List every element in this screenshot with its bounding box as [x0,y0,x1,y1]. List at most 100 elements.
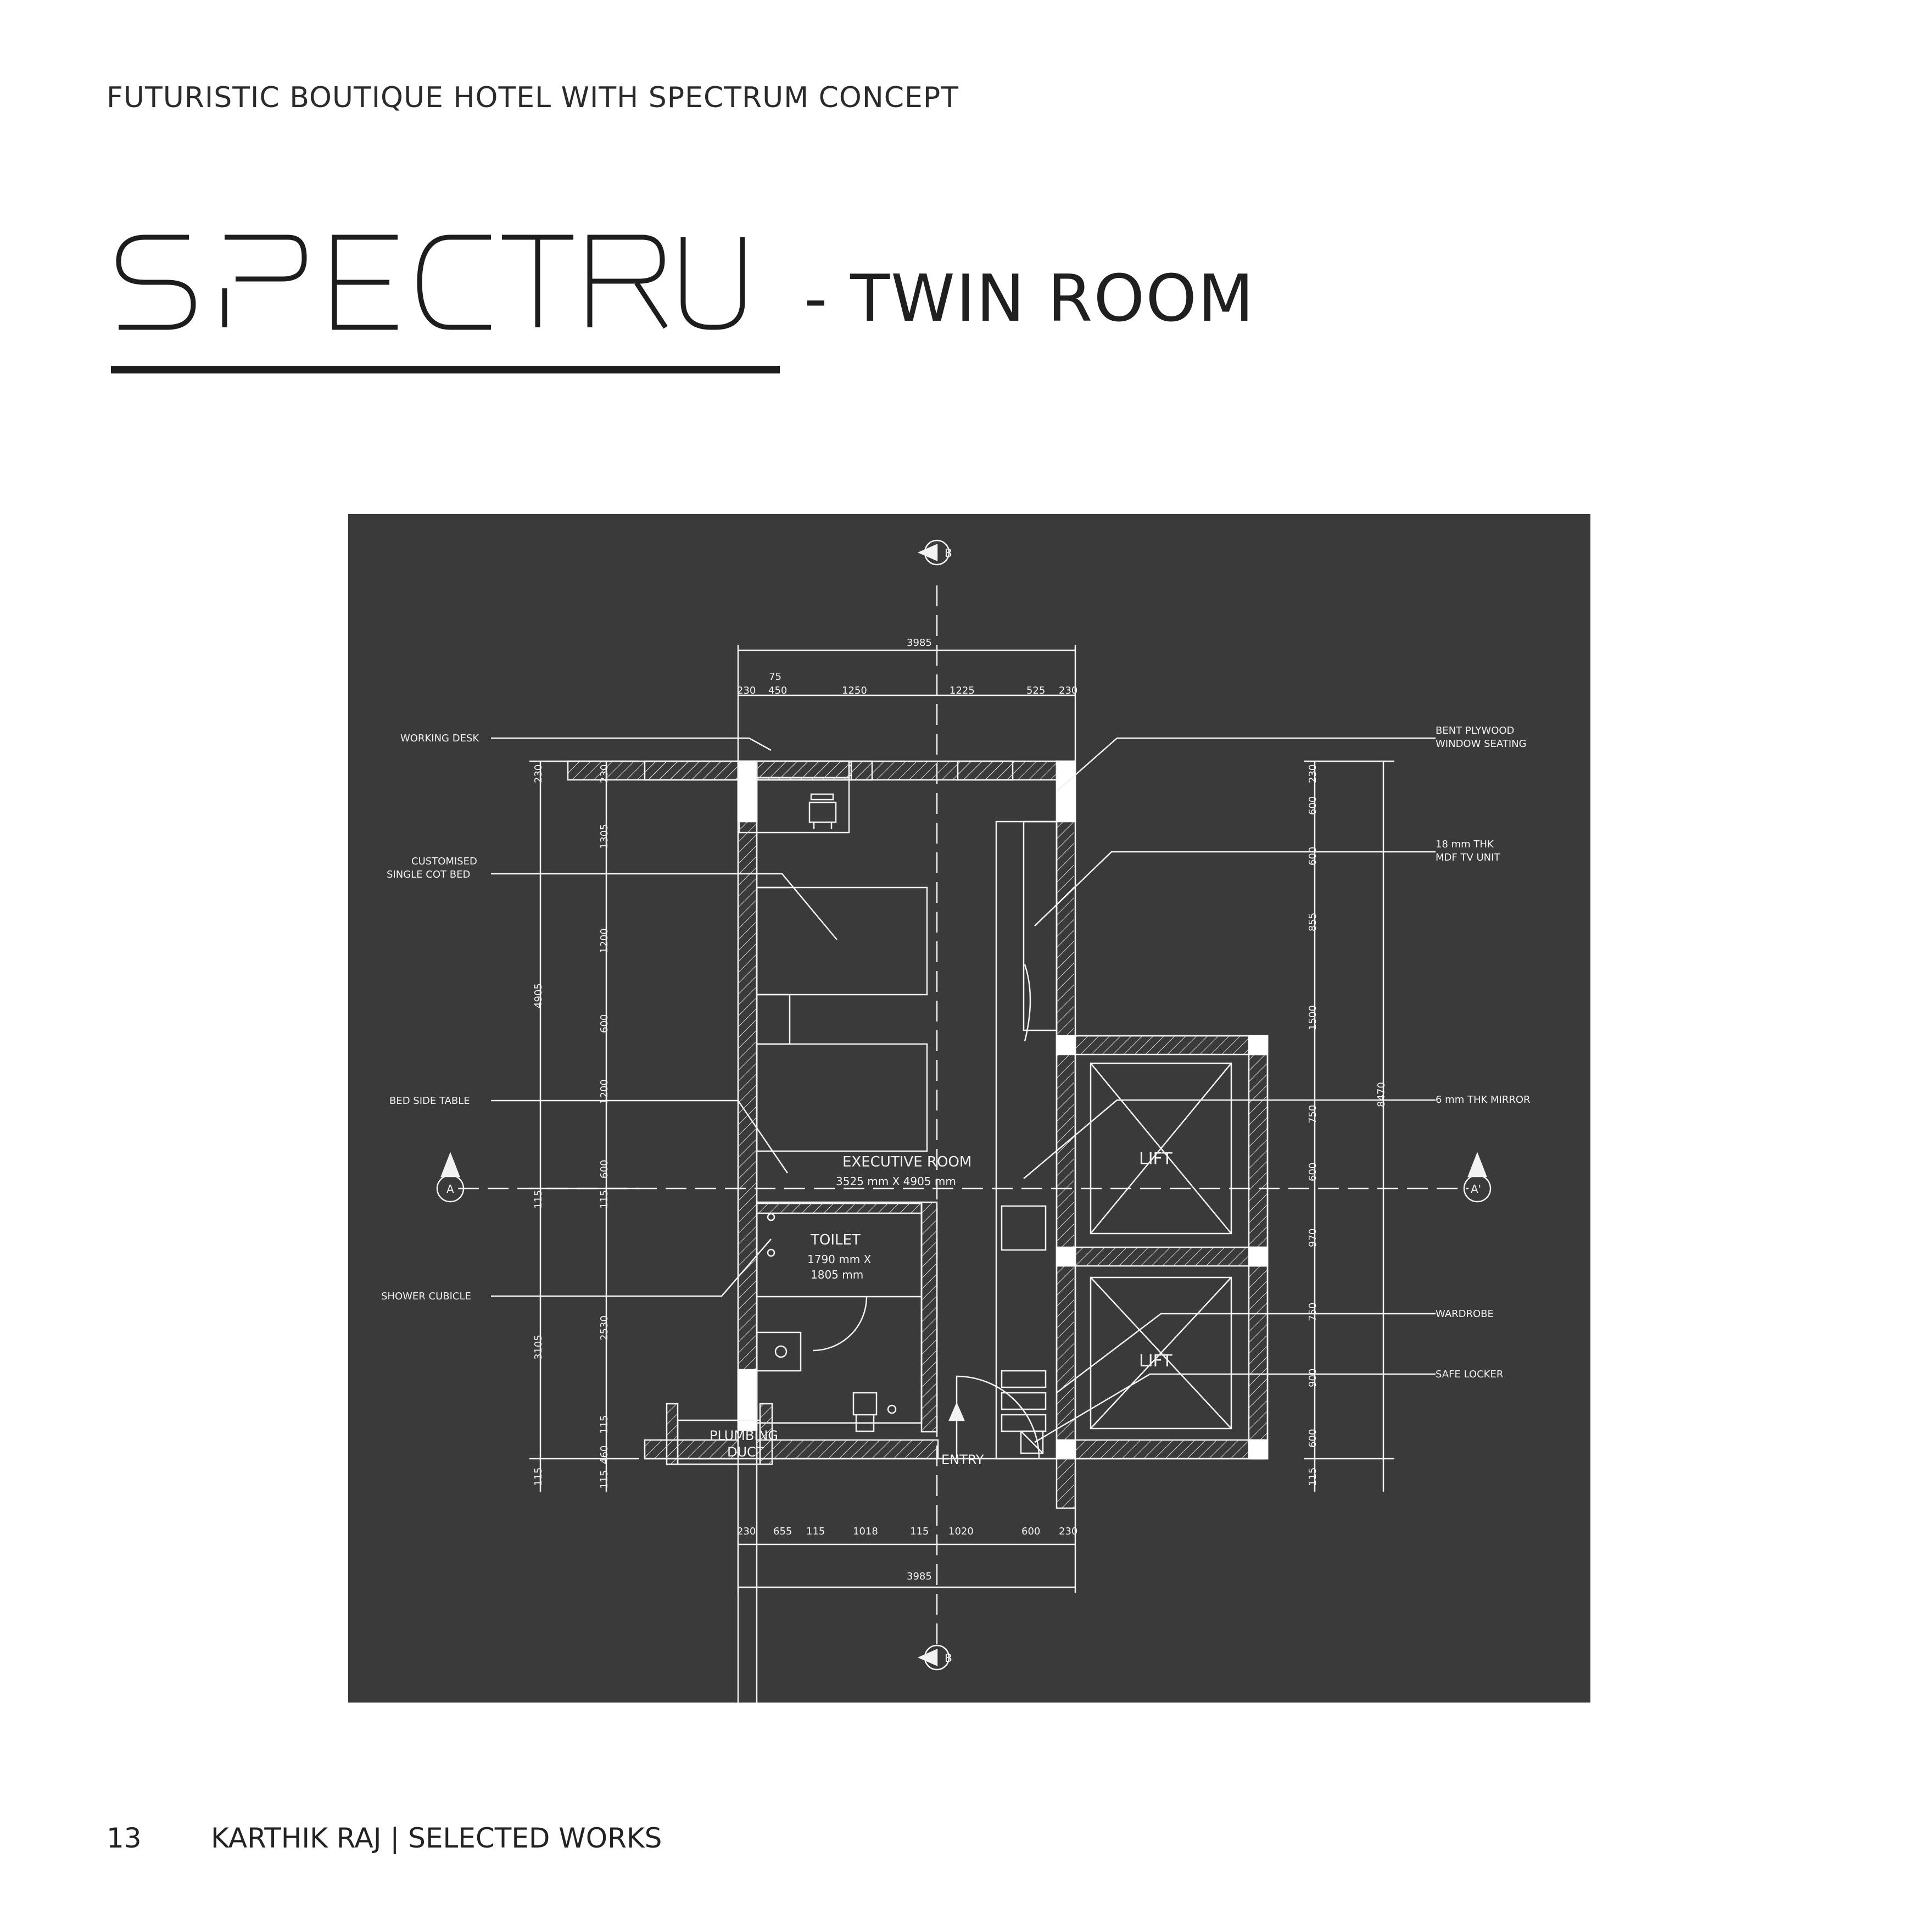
column-bottom-left [737,1369,758,1431]
header-kicker: FUTURISTIC BOUTIQUE HOTEL WITH SPECTRUM … [107,81,959,114]
dim-left-inner-1: 230 [599,764,610,783]
dim-left-inner-5: 1200 [599,1079,610,1104]
dim-left-inner-3: 1200 [599,928,610,953]
room-name: EXECUTIVE ROOM [842,1154,971,1170]
leader-mirror [1023,1099,1436,1179]
dim-left-outer-3: 115 [533,1190,544,1209]
label-shower-cubicle: SHOWER CUBICLE [381,1291,471,1302]
shower-area [756,1202,923,1298]
page-number: 13 [107,1822,142,1854]
dim-left-outer-2: 4905 [533,983,544,1008]
dim-top-small: 75 [769,671,781,683]
dim-top-5: 525 [1026,685,1045,696]
dim-right-inner-1: 230 [1307,764,1319,783]
leader-desk [491,737,772,751]
bed-upper [756,886,928,996]
toilet-door-swing [812,1296,868,1352]
wash-basin [756,1331,802,1372]
page-subtitle: - TWIN ROOM [804,260,1255,336]
floor-plan-panel: B B A A' 3985 75 230 450 1250 1225 525 2… [348,514,1590,1703]
dim-bottom-1: 230 [737,1526,756,1537]
dim-right-inner-11: 600 [1307,1429,1319,1448]
dim-top-2: 450 [768,685,787,696]
dim-top-3: 1250 [842,685,867,696]
toilet-name: TOILET [810,1232,861,1248]
leader-safe [1034,1373,1436,1443]
dim-bottom-2: 655 [773,1526,792,1537]
dim-bottom-overall: 3985 [907,1571,932,1582]
wc [852,1392,878,1432]
footer-credit: KARTHIK RAJ | SELECTED WORKS [211,1822,662,1854]
dim-left-outer-1: 230 [533,764,544,783]
dim-right-inner-7: 600 [1307,1163,1319,1181]
dim-top-overall: 3985 [907,637,932,649]
label-bedside-table: BED SIDE TABLE [389,1095,470,1107]
label-tv-unit-1: 18 mm THK [1436,839,1494,850]
leader-tv [1034,851,1436,927]
column-top-right [1056,760,1076,823]
dim-bottom-3: 115 [806,1526,825,1537]
marker-left-label: A [446,1182,454,1196]
linework [436,539,1492,1703]
lift-car-upper [1090,1062,1232,1235]
dim-left-inner-9: 115 [599,1415,610,1434]
entry-door [956,1375,1040,1459]
label-safe-locker: SAFE LOCKER [1436,1369,1503,1380]
plan-text: B B A A' 3985 75 230 450 1250 1225 525 2… [381,546,1531,1665]
bedside-table [756,994,791,1045]
marker-bottom-label: B [945,1651,952,1665]
dim-left-inner-6: 600 [599,1160,610,1179]
room-size: 3525 mm X 4905 mm [836,1175,956,1188]
safe-locker [1001,1205,1047,1251]
column-top-left [737,760,758,823]
toilet-size-1: 1790 mm X [807,1253,872,1266]
label-window-seat-1: BENT PLYWOOD [1436,725,1514,736]
lift-upper-label: LIFT [1139,1149,1172,1169]
dim-right-inner-3: 600 [1307,847,1319,866]
leader-shower [491,1238,772,1297]
marker-right-label: A' [1471,1182,1481,1196]
label-wardrobe: WARDROBE [1436,1308,1494,1320]
footer: 13 KARTHIK RAJ | SELECTED WORKS [107,1822,662,1854]
dim-right-inner-12: 115 [1307,1467,1319,1486]
dim-right-inner-9: 750 [1307,1303,1319,1321]
label-bed-1: CUSTOMISED [411,856,477,867]
dim-left-inner-2: 1305 [599,824,610,849]
dim-top-4: 1225 [950,685,975,696]
dim-top-6: 230 [1059,685,1077,696]
label-tv-unit-2: MDF TV UNIT [1436,852,1500,863]
floor-plan-drawing: B B A A' 3985 75 230 450 1250 1225 525 2… [381,539,1531,1703]
dim-top-1: 230 [737,685,756,696]
dim-bottom-6: 1020 [948,1526,974,1537]
label-window-seat-2: WINDOW SEATING [1436,738,1527,750]
section-marker-right [1463,1152,1492,1203]
section-marker-top [917,539,950,566]
lift-car-lower [1090,1276,1232,1430]
plumbing-label-1: PLUMBING [710,1428,778,1443]
plumbing-label-2: DUCT [727,1444,764,1460]
dim-left-outer-4: 3105 [533,1335,544,1360]
dim-bottom-8: 230 [1059,1526,1077,1537]
wardrobe-strip [995,821,1058,1460]
spectrum-logo [116,235,745,330]
dim-right-inner-6: 750 [1307,1105,1319,1124]
dim-bottom-7: 600 [1021,1526,1040,1537]
leader-wardrobe [1056,1313,1436,1393]
dim-bottom-5: 115 [910,1526,929,1537]
dim-left-inner-11: 115 [599,1470,610,1489]
dim-right-inner-2: 600 [1307,796,1319,815]
bed-lower [756,1043,928,1152]
dim-right-inner-10: 900 [1307,1369,1319,1387]
dim-right-inner-8: 970 [1307,1229,1319,1247]
title-underline [111,366,780,373]
dim-right-inner-4: 855 [1307,913,1319,931]
dim-left-outer-5: 115 [533,1467,544,1486]
entry-label: ENTRY [941,1452,984,1467]
toilet-size-2: 1805 mm [811,1268,863,1281]
marker-top-label: B [945,546,952,560]
leader-bedside [491,1100,789,1174]
label-mirror: 6 mm THK MIRROR [1436,1094,1531,1106]
entry-arrow [948,1402,965,1421]
lift-lower-label: LIFT [1139,1352,1172,1371]
switch-box [1020,1430,1044,1454]
